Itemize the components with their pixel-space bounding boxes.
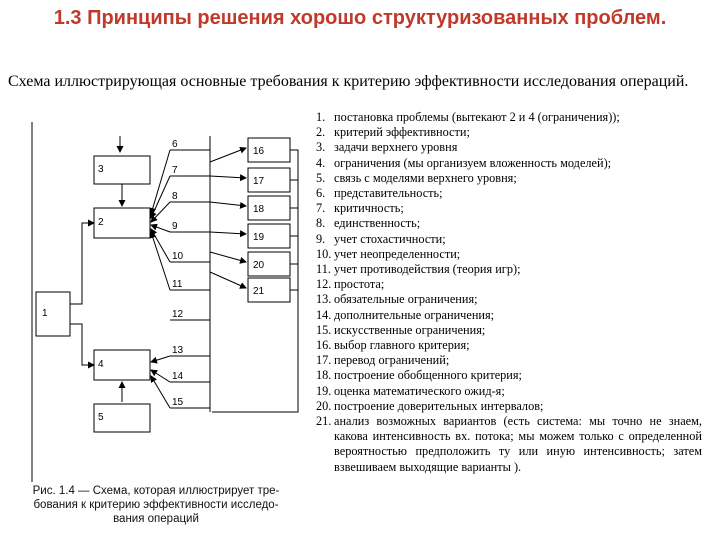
label-7: 7	[172, 165, 178, 176]
requirement-item: 16.выбор главного критерия;	[316, 338, 702, 353]
requirement-number: 12.	[316, 277, 332, 292]
label-19: 19	[253, 232, 265, 243]
figure-caption: Рис. 1.4 — Схема, которая иллюстрирует т…	[32, 485, 280, 525]
label-6: 6	[172, 139, 178, 150]
requirement-item: 21.анализ возможных вариантов (есть сист…	[316, 414, 702, 475]
requirement-item: 15.искусственные ограничения;	[316, 323, 702, 338]
requirement-item: 7. критичность;	[316, 201, 702, 216]
label-8: 8	[172, 191, 178, 202]
requirement-item: 6. представительность;	[316, 186, 702, 201]
requirement-text: критерий эффективности;	[334, 125, 470, 140]
requirement-text: построение обобщенного критерия;	[334, 368, 522, 383]
requirement-text: связь с моделями верхнего уровня;	[334, 170, 517, 185]
requirement-text: дополнительные ограничения;	[334, 307, 495, 322]
label-15: 15	[172, 397, 184, 408]
requirement-item: 1. постановка проблемы (вытекают 2 и 4 (о…	[316, 110, 702, 125]
requirement-number: 11.	[316, 262, 331, 277]
requirement-number: 20.	[316, 398, 332, 413]
requirement-item: 8. единственность;	[316, 216, 702, 231]
requirement-text: искусственные ограничения;	[334, 322, 486, 337]
label-14: 14	[172, 371, 184, 382]
requirement-text: оценка математического ожид-я;	[334, 383, 505, 398]
label-17: 17	[253, 176, 265, 187]
block-18	[247, 195, 291, 221]
requirement-text: выбор главного критерия;	[334, 338, 470, 353]
requirement-text: учет стохастичности;	[334, 231, 446, 246]
block-2	[93, 207, 151, 239]
requirement-number: 21.	[316, 414, 332, 429]
requirement-text: простота;	[334, 277, 385, 292]
requirement-text: учет неопределенности;	[334, 246, 461, 261]
label-10: 10	[172, 251, 184, 262]
requirement-item: 18.построение обобщенного критерия;	[316, 368, 702, 383]
requirement-item: 2. критерий эффективности;	[316, 125, 702, 140]
block-20	[247, 251, 291, 277]
requirement-item: 20.построение доверительных интервалов;	[316, 399, 702, 414]
requirement-item: 12.простота;	[316, 277, 702, 292]
requirement-item: 19.оценка математического ожид-я;	[316, 384, 702, 399]
requirement-text: представительность;	[334, 186, 443, 201]
requirement-text: перевод ограничений;	[334, 353, 450, 368]
label-4: 4	[98, 359, 104, 370]
label-13: 13	[172, 345, 184, 356]
requirement-item: 11.учет противодействия (теория игр);	[316, 262, 702, 277]
label-9: 9	[172, 221, 178, 232]
requirement-text: задачи верхнего уровня	[334, 140, 458, 155]
label-21: 21	[253, 286, 265, 297]
intro-text: Схема иллюстрирующая основные требования…	[8, 73, 689, 90]
requirement-text: анализ возможных вариантов (есть система…	[334, 414, 702, 474]
requirement-text: обязательные ограничения;	[334, 292, 478, 307]
requirement-item: 9. учет стохастичности;	[316, 232, 702, 247]
block-5	[93, 403, 151, 433]
label-5: 5	[98, 412, 104, 423]
requirement-item: 10.учет неопределенности;	[316, 247, 702, 262]
requirement-item: 13.обязательные ограничения;	[316, 292, 702, 307]
requirement-number: 9.	[316, 231, 326, 246]
requirement-text: постановка проблемы (вытекают 2 и 4 (огр…	[334, 110, 620, 124]
requirement-number: 15.	[316, 322, 332, 337]
requirement-number: 14.	[316, 307, 332, 322]
requirement-number: 10.	[316, 246, 332, 261]
requirement-number: 13.	[316, 292, 332, 307]
block-4	[93, 349, 151, 381]
requirement-text: критичность;	[334, 201, 404, 216]
requirement-number: 6.	[316, 186, 326, 201]
block-16	[247, 137, 291, 163]
requirement-number: 5.	[316, 170, 326, 185]
label-2: 2	[98, 217, 104, 228]
block-3	[93, 155, 151, 185]
requirement-item: 17.перевод ограничений;	[316, 353, 702, 368]
block-1	[35, 291, 71, 337]
label-1: 1	[42, 308, 48, 319]
requirement-number: 16.	[316, 338, 332, 353]
label-16: 16	[253, 146, 265, 157]
requirement-number: 3.	[316, 140, 326, 155]
requirement-number: 4.	[316, 155, 326, 170]
slide-title: 1.3 Принципы решения хорошо структуризов…	[53, 7, 667, 29]
requirement-number: 19.	[316, 383, 332, 398]
requirement-item: 14.дополнительные ограничения;	[316, 308, 702, 323]
requirement-text: построение доверительных интервалов;	[334, 398, 544, 413]
requirement-text: учет противодействия (теория игр);	[334, 262, 521, 277]
requirement-number: 17.	[316, 353, 332, 368]
requirement-number: 8.	[316, 216, 326, 231]
requirements-diagram: 1 2 3 4 5 6 7 8 9 10 11 12 13 14 15 16 1…	[22, 112, 320, 488]
requirement-item: 4. ограничения (мы организуем вложенность…	[316, 156, 702, 171]
requirement-number: 18.	[316, 368, 332, 383]
requirements-list: 1. постановка проблемы (вытекают 2 и 4 (о…	[316, 110, 702, 475]
requirement-number: 7.	[316, 201, 326, 216]
label-20: 20	[253, 260, 265, 271]
requirement-number: 1.	[316, 110, 326, 124]
middle-items	[170, 136, 211, 412]
requirement-number: 2.	[316, 125, 326, 140]
label-12: 12	[172, 309, 184, 320]
diagram-svg: 1 2 3 4 5 6 7 8 9 10 11 12 13 14 15 16 1…	[31, 122, 299, 482]
label-18: 18	[253, 204, 265, 215]
requirement-text: единственность;	[334, 216, 421, 231]
requirement-item: 3. задачи верхнего уровня	[316, 140, 702, 155]
label-11: 11	[172, 279, 183, 290]
label-3: 3	[98, 164, 104, 175]
requirement-text: ограничения (мы организуем вложенность м…	[334, 155, 612, 170]
requirement-item: 5. связь с моделями верхнего уровня;	[316, 171, 702, 186]
